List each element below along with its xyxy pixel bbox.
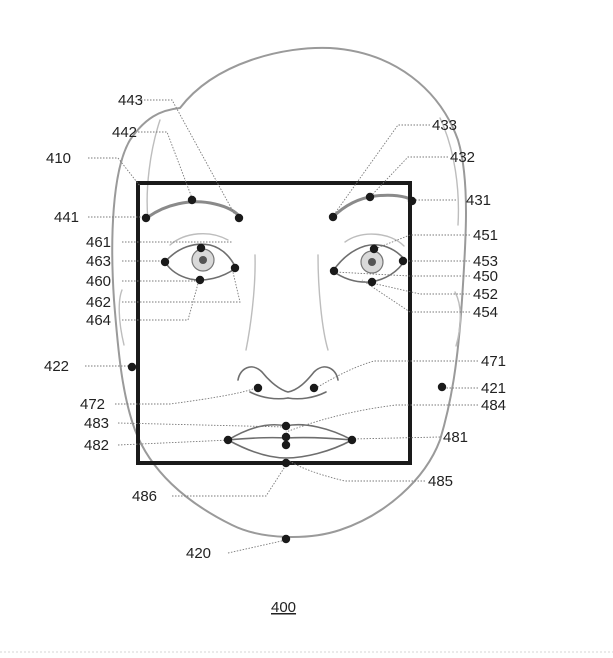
- ref-label-454: 454: [473, 304, 498, 321]
- ref-label-462: 462: [86, 294, 111, 311]
- ref-label-431: 431: [466, 192, 491, 209]
- landmark-point: [161, 258, 169, 266]
- landmark-point: [368, 278, 376, 286]
- ref-label-463: 463: [86, 253, 111, 270]
- ref-label-486: 486: [132, 488, 157, 505]
- ref-label-441: 441: [54, 209, 79, 226]
- ref-label-460: 460: [86, 273, 111, 290]
- ref-label-421: 421: [481, 380, 506, 397]
- ref-label-420: 420: [186, 545, 211, 562]
- ref-label-471: 471: [481, 353, 506, 370]
- landmark-point: [282, 433, 290, 441]
- landmark-point: [282, 535, 290, 543]
- right-eye: [165, 234, 236, 280]
- ref-label-451: 451: [473, 227, 498, 244]
- landmark-point: [254, 384, 262, 392]
- ref-label-452: 452: [473, 286, 498, 303]
- ref-label-483: 483: [84, 415, 109, 432]
- ref-label-472: 472: [80, 396, 105, 413]
- ref-label-481: 481: [443, 429, 468, 446]
- landmark-point: [197, 244, 205, 252]
- landmark-point: [329, 213, 337, 221]
- landmark-point: [231, 264, 239, 272]
- landmark-point: [188, 196, 196, 204]
- ref-label-422: 422: [44, 358, 69, 375]
- figure-number: 400: [271, 599, 296, 616]
- nose: [238, 255, 338, 399]
- right-eyebrow: [148, 202, 240, 217]
- landmark-point: [438, 383, 446, 391]
- landmark-point: [282, 422, 290, 430]
- mouth: [228, 425, 352, 458]
- ref-label-464: 464: [86, 312, 111, 329]
- ref-label-482: 482: [84, 437, 109, 454]
- reference-labels: 443 442 410 441 461 463 460 462 464 422 …: [44, 92, 506, 562]
- landmark-point: [235, 214, 243, 222]
- landmark-point: [366, 193, 374, 201]
- landmark-point: [408, 197, 416, 205]
- ref-label-461: 461: [86, 234, 111, 251]
- landmark-point: [330, 267, 338, 275]
- landmark-point: [142, 214, 150, 222]
- landmark-point: [282, 441, 290, 449]
- ref-label-410: 410: [46, 150, 71, 167]
- landmark-point: [399, 257, 407, 265]
- face-bounding-box: [138, 183, 410, 463]
- leader-lines: [85, 100, 478, 553]
- ref-label-443: 443: [118, 92, 143, 109]
- landmark-point: [224, 436, 232, 444]
- ref-label-442: 442: [112, 124, 137, 141]
- ref-label-484: 484: [481, 397, 506, 414]
- landmark-point: [348, 436, 356, 444]
- landmark-point: [128, 363, 136, 371]
- landmark-point: [370, 245, 378, 253]
- ref-label-432: 432: [450, 149, 475, 166]
- landmark-point: [196, 276, 204, 284]
- ref-label-485: 485: [428, 473, 453, 490]
- landmark-point: [282, 459, 290, 467]
- ref-label-450: 450: [473, 268, 498, 285]
- ref-label-433: 433: [432, 117, 457, 134]
- landmark-point: [310, 384, 318, 392]
- landmark-points: [128, 193, 446, 543]
